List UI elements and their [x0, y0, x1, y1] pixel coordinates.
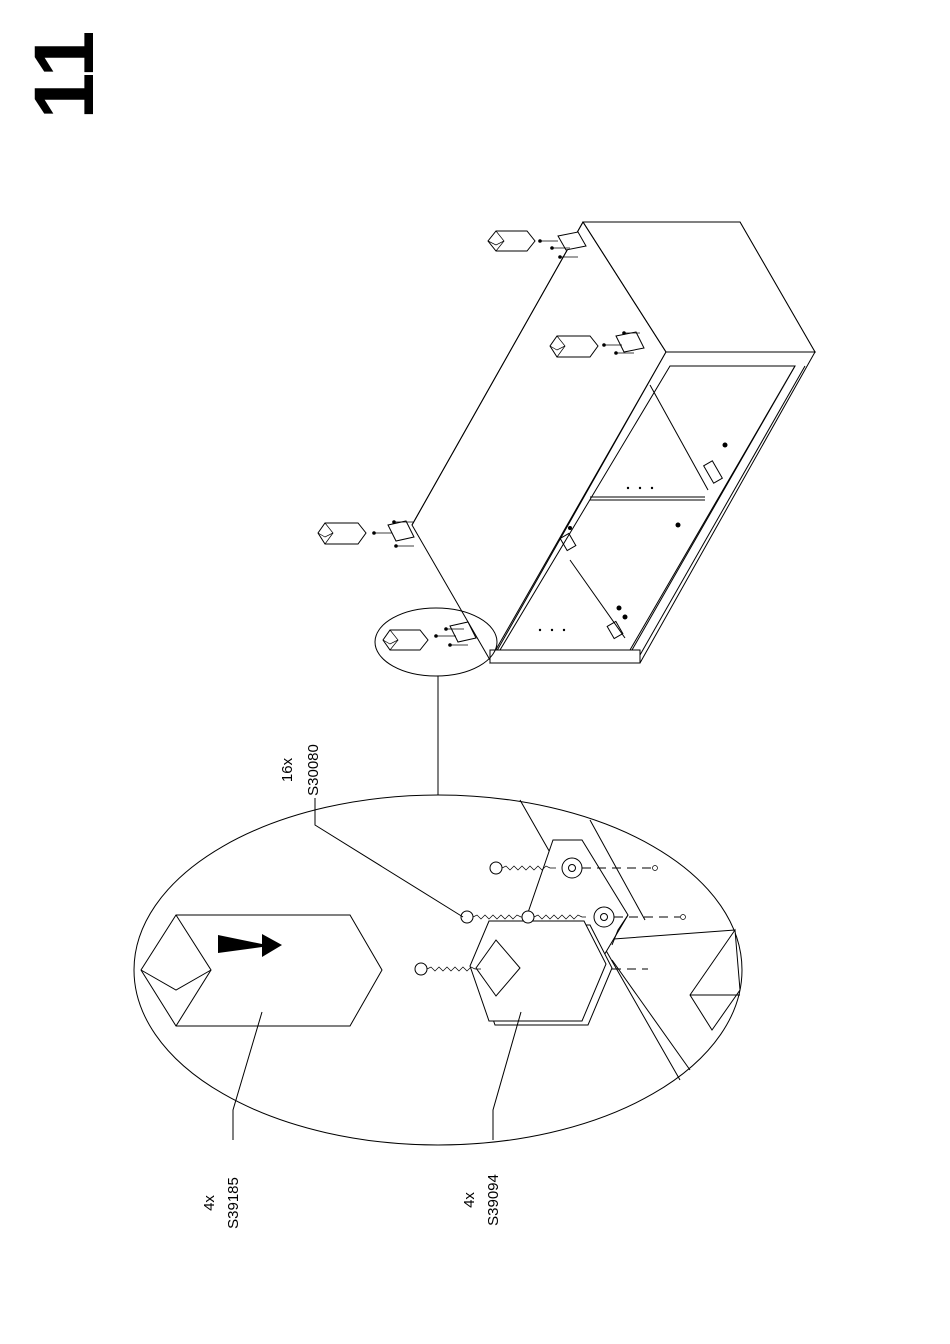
step-number: 11: [17, 31, 111, 120]
detail-view: [134, 795, 742, 1145]
part-qty-plate: 4x: [461, 1192, 478, 1208]
foot-large: [141, 915, 382, 1026]
foot-3: [318, 523, 366, 544]
foot-1: [488, 231, 535, 251]
part-code-screw: S30080: [305, 744, 322, 796]
cabinet-body: [412, 222, 815, 663]
foot-4: [383, 630, 428, 650]
foot-plate-3: [372, 520, 414, 548]
foot-2: [550, 336, 598, 357]
part-qty-screw: 16x: [279, 757, 296, 782]
part-qty-foot: 4x: [201, 1195, 218, 1211]
part-code-plate: S39094: [485, 1174, 502, 1226]
foot-plate-4: [434, 622, 476, 647]
part-code-foot: S39185: [225, 1177, 242, 1229]
